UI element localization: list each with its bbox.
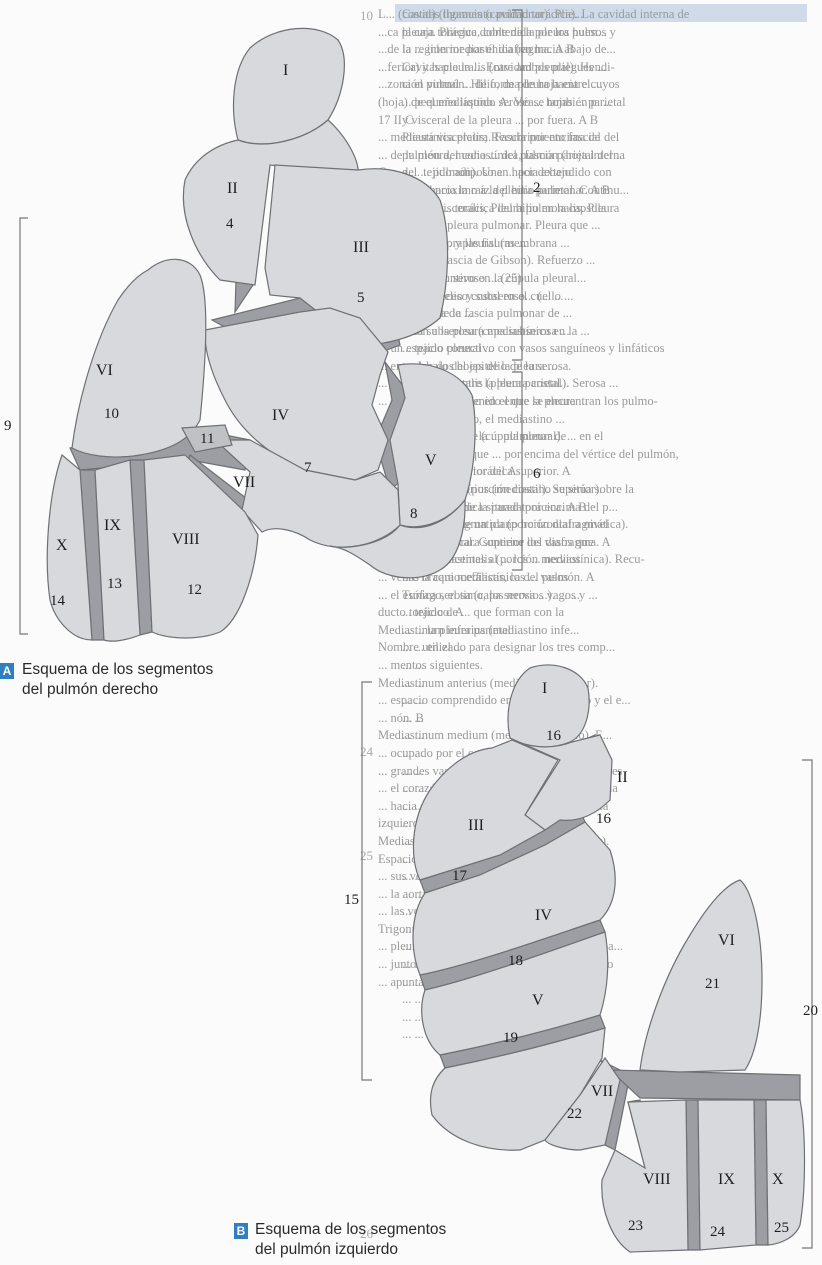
label-number: 11 — [200, 431, 214, 447]
figure-b-badge: B — [234, 1223, 248, 1239]
figure-a-badge: A — [0, 663, 14, 679]
label-roman: IX — [718, 1171, 735, 1188]
label-roman: II — [227, 180, 238, 197]
segment-border-band — [610, 1070, 800, 1100]
label-number: 16 — [546, 728, 562, 744]
label-roman: X — [56, 537, 68, 554]
segment-VI — [640, 880, 762, 1072]
label-number: 19 — [503, 1030, 518, 1046]
label-roman: V — [532, 992, 544, 1009]
bracket-label: 20 — [803, 1003, 818, 1019]
label-number: 14 — [50, 593, 66, 609]
label-roman: X — [772, 1171, 784, 1188]
label-number: 17 — [452, 868, 468, 884]
label-number: 18 — [508, 953, 523, 969]
label-number: 8 — [410, 506, 418, 522]
label-roman: I — [283, 62, 288, 79]
label-roman: III — [353, 239, 369, 256]
bracket-2 — [512, 10, 522, 360]
bracket-label: 2 — [533, 180, 541, 196]
label-roman: IV — [272, 407, 289, 424]
left-lung-diagram — [413, 665, 804, 1252]
label-number: 13 — [107, 576, 122, 592]
label-number: 5 — [357, 290, 365, 306]
bracket-label: 9 — [4, 418, 12, 434]
bracket-6 — [512, 372, 522, 570]
label-roman: IX — [104, 517, 121, 534]
caption-line: del pulmón derecho — [22, 680, 213, 700]
label-number: 10 — [104, 406, 119, 422]
label-number: 22 — [567, 1106, 582, 1122]
bracket-9 — [20, 218, 28, 634]
caption-line: Esquema de los segmentos — [22, 660, 213, 680]
label-roman: VII — [591, 1083, 613, 1100]
label-roman: V — [425, 452, 437, 469]
label-number: 16 — [596, 811, 612, 827]
bracket-label: 6 — [533, 466, 541, 482]
caption-line: del pulmón izquierdo — [255, 1240, 446, 1260]
label-roman: I — [542, 680, 547, 697]
figure-a-caption: Esquema de los segmentos del pulmón dere… — [22, 660, 213, 700]
label-roman: VIII — [172, 531, 200, 548]
label-roman: III — [468, 817, 484, 834]
label-roman: IV — [535, 907, 552, 924]
label-number: 4 — [226, 216, 234, 232]
label-roman: VII — [233, 474, 255, 491]
label-number: 21 — [705, 976, 720, 992]
label-number: 12 — [187, 582, 202, 598]
label-number: 23 — [628, 1218, 643, 1234]
label-number: 24 — [710, 1224, 726, 1240]
figure-b-caption: Esquema de los segmentos del pulmón izqu… — [255, 1220, 446, 1260]
bracket-15 — [362, 682, 372, 1080]
right-lung-diagram — [47, 28, 475, 641]
label-roman: VIII — [643, 1171, 671, 1188]
caption-line: Esquema de los segmentos — [255, 1220, 446, 1240]
bracket-label: 15 — [344, 892, 359, 908]
label-number: 25 — [774, 1220, 789, 1236]
label-roman: VI — [718, 932, 735, 949]
label-roman: VI — [96, 362, 113, 379]
label-roman: II — [617, 769, 628, 786]
label-number: 7 — [304, 460, 312, 476]
